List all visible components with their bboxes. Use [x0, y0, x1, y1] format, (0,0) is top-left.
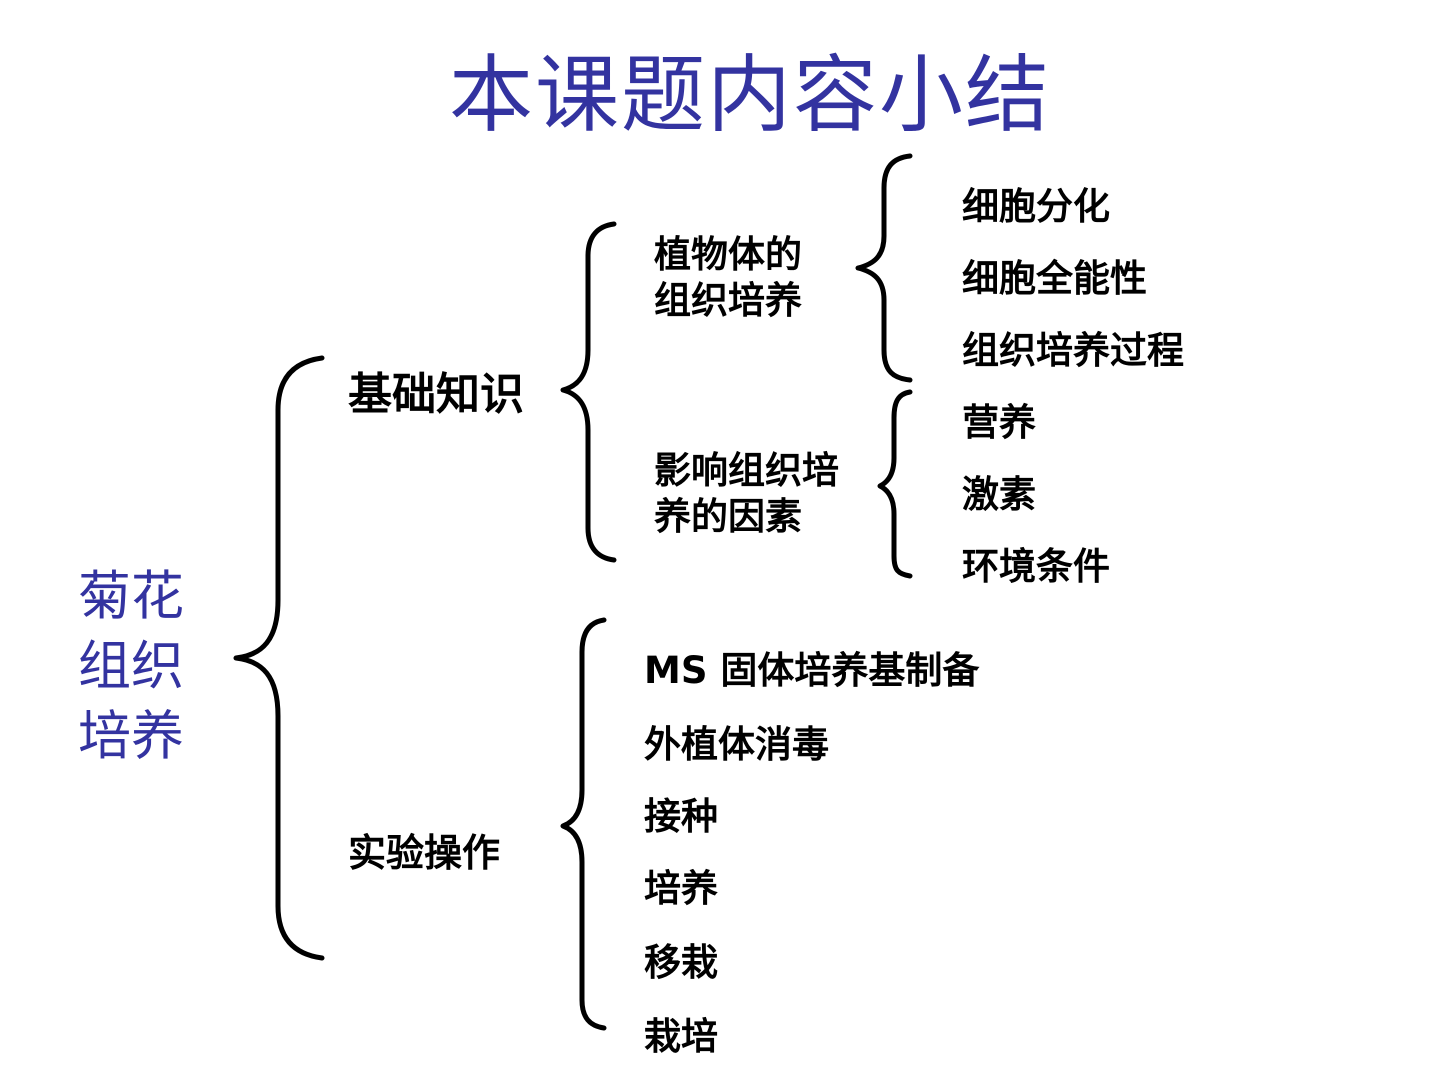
brace-main	[233, 355, 325, 961]
exp-item-transplant: 移栽	[644, 941, 718, 984]
branch-experiment-label: 实验操作	[348, 831, 501, 875]
branch-basics-label: 基础知识	[348, 369, 524, 420]
exp-item-disinfection: 外植体消毒	[644, 723, 829, 766]
leaf-environment: 环境条件	[962, 545, 1110, 588]
brace-basics	[560, 221, 617, 563]
leaf-hormone: 激素	[962, 473, 1036, 516]
sub2-line-2: 养的因素	[654, 495, 802, 538]
root-line-3: 培养	[78, 706, 184, 767]
sub1-line-1: 植物体的	[654, 233, 802, 276]
root-line-2: 组织	[78, 636, 184, 697]
brace-experiment	[560, 617, 607, 1031]
sub2-line-1: 影响组织培	[654, 449, 839, 492]
root-line-1: 菊花	[78, 566, 184, 627]
leaf-cell-differentiation: 细胞分化	[962, 185, 1110, 228]
exp-item-culture: 培养	[644, 867, 718, 910]
sub1-line-2: 组织培养	[654, 279, 802, 322]
sub-plant-tissue-culture: 植物体的 组织培养	[654, 232, 802, 324]
leaf-cell-totipotency: 细胞全能性	[962, 257, 1147, 300]
root-node: 菊花 组织 培养	[78, 562, 198, 772]
exp-item-ms-medium: MS 固体培养基制备	[644, 649, 980, 692]
exp-item-cultivate: 栽培	[644, 1015, 718, 1058]
exp-item-inoculation: 接种	[644, 795, 718, 838]
brace-sub2	[877, 389, 913, 579]
page-title: 本课题内容小结	[448, 46, 1051, 144]
sub-influencing-factors: 影响组织培 养的因素	[654, 448, 839, 540]
leaf-nutrition: 营养	[962, 401, 1036, 444]
leaf-culture-process: 组织培养过程	[962, 329, 1184, 372]
brace-sub1	[855, 153, 913, 383]
